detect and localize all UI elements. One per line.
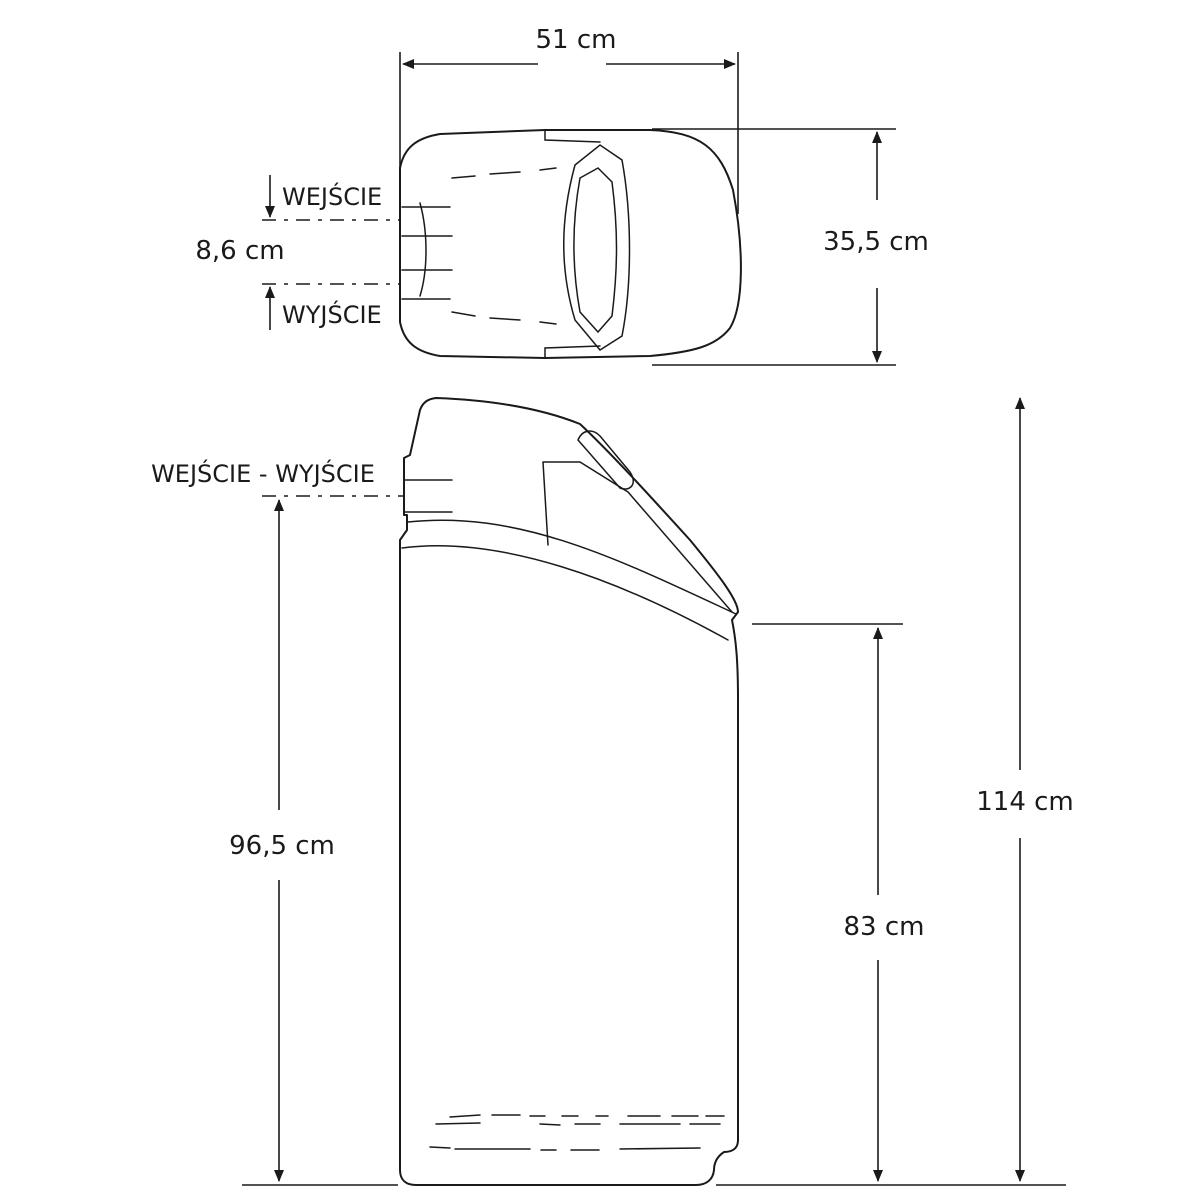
width-label: 51 cm [536,25,617,55]
side-view: WEJŚCIE - WYJŚCIE 96,5 cm 83 cm 114 cm [151,397,1074,1186]
inlet-label: WEJŚCIE [282,181,382,211]
top-view-cap [544,129,601,359]
side-view-handle [577,430,634,490]
port-spacing-label: 8,6 cm [195,236,284,266]
total-height-label: 114 cm [976,787,1074,817]
side-view-panel [542,461,733,613]
side-view-body-top [401,545,729,641]
ports-label: WEJŚCIE - WYJŚCIE [151,458,375,488]
lid-height-label: 83 cm [844,912,925,942]
port-height-label: 96,5 cm [229,831,335,861]
top-view-lid-outer [563,144,631,351]
side-view-lid-seam [407,519,737,615]
depth-label: 35,5 cm [823,227,929,257]
top-view: 51 cm 35,5 cm WEJŚCIE 8,6 cm WYJŚCIE [195,25,929,366]
top-view-inner-line-lower [451,311,557,325]
side-view-outline [399,397,739,1186]
top-view-port-arc [419,202,427,297]
outlet-label: WYJŚCIE [282,299,382,329]
side-view-ports [403,479,453,513]
top-view-lid-inner [573,167,618,334]
side-view-base-vent [429,1114,725,1151]
top-view-inner-line-upper [451,167,557,179]
top-view-outline [399,129,742,359]
top-view-ports [401,206,453,300]
